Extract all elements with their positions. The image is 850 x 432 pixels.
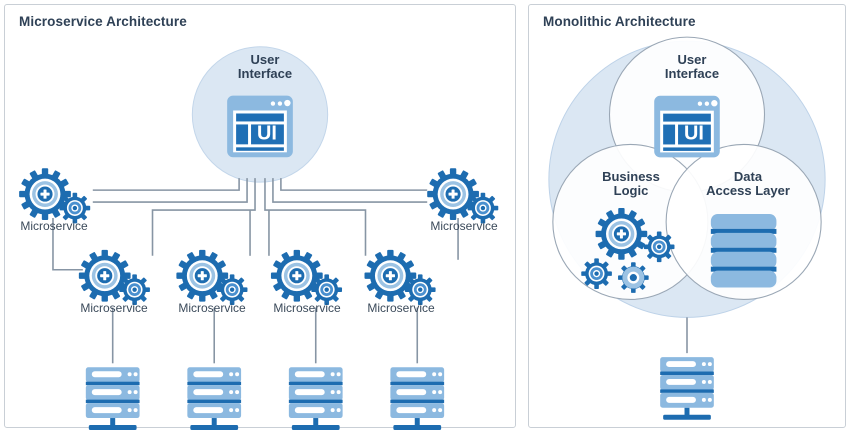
monolith-server-node — [660, 357, 714, 420]
microservice-label-4: Microservice — [367, 301, 435, 315]
server-node-3 — [288, 367, 343, 430]
connector-lines — [52, 178, 459, 364]
microservice-label-1: Microservice — [80, 301, 148, 315]
microservice-graphics: UI — [5, 46, 515, 430]
business-logic-label: Business Logic — [602, 170, 660, 198]
hub-label-line2: Interface — [237, 66, 293, 81]
business-logic-label-line1: Business — [602, 169, 660, 184]
data-access-layer-label: Data Access Layer — [706, 170, 790, 198]
server-node-2 — [187, 367, 242, 430]
microservice-node-1 — [79, 250, 150, 305]
user-interface-hub — [191, 46, 329, 183]
microservice-node-right — [427, 168, 498, 223]
microservice-node-3 — [271, 250, 342, 305]
microservice-label-3: Microservice — [273, 301, 341, 315]
monolith-ui-icon — [654, 95, 720, 158]
hub-label-line1: User — [250, 52, 280, 67]
microservice-node-left — [19, 168, 90, 223]
monolith-ui-label-line1: User — [677, 52, 707, 67]
server-node-1 — [85, 367, 140, 430]
monolithic-graphics — [548, 36, 826, 420]
microservice-label-right: Microservice — [430, 219, 498, 233]
server-node-4 — [390, 367, 445, 430]
microservice-panel-title: Microservice Architecture — [19, 14, 187, 29]
data-access-layer-label-line1: Data — [733, 169, 763, 184]
business-logic-label-line2: Logic — [613, 183, 649, 198]
hub-label: User Interface — [238, 53, 292, 81]
monolithic-panel-title: Monolithic Architecture — [543, 14, 696, 29]
microservice-architecture-panel: Microservice Architecture — [4, 4, 516, 430]
database-stack-icon — [710, 214, 777, 288]
monolith-ui-label-line2: Interface — [664, 66, 720, 81]
data-access-layer-label-line2: Access Layer — [706, 183, 790, 198]
monolith-ui-label: User Interface — [665, 53, 719, 81]
microservice-label-2: Microservice — [178, 301, 246, 315]
microservice-node-4 — [365, 250, 436, 305]
gear-cluster-icon — [581, 208, 675, 293]
monolithic-architecture-panel: Monolithic Architecture — [528, 4, 846, 428]
microservice-label-left: Microservice — [20, 219, 88, 233]
microservice-node-2 — [176, 250, 247, 305]
